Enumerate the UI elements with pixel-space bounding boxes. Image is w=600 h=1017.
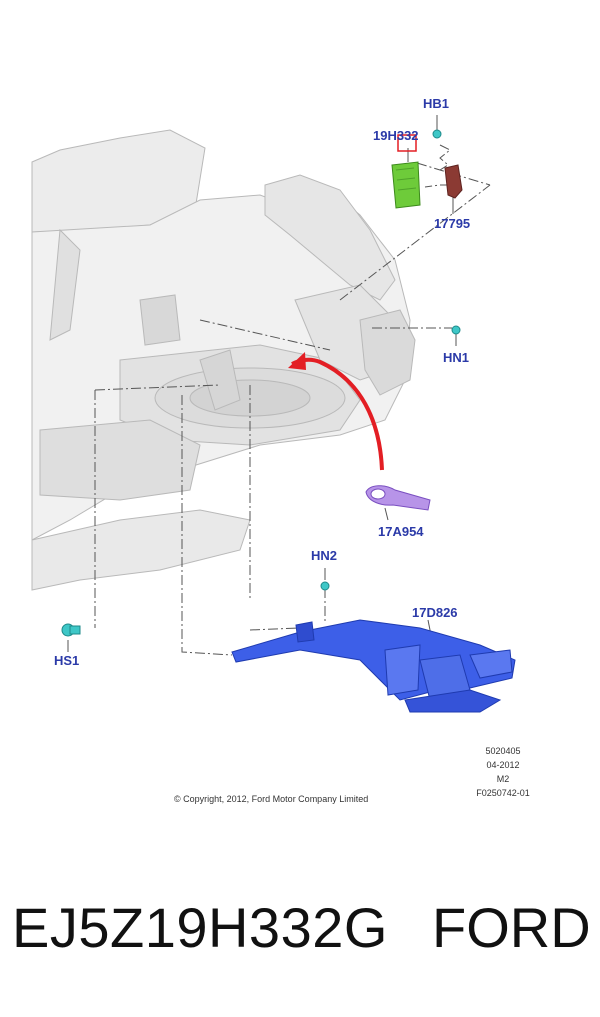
fastener-hb1 <box>432 129 442 139</box>
leader-lines <box>94 144 491 656</box>
install-arrow-head <box>288 352 306 370</box>
bracket-17795 <box>444 164 463 199</box>
brand-name: FORD <box>432 896 591 959</box>
callout-hb1: HB1 <box>423 96 449 111</box>
fastener-hn2 <box>320 581 330 591</box>
parts-diagram: HB1 19H332 17795 HN1 17A954 HN2 17D826 H… <box>31 96 530 804</box>
vehicle-body-illustration <box>31 129 416 591</box>
module-19h332 <box>391 161 421 209</box>
meta-line-4: F0250742-01 <box>476 788 530 798</box>
callout-17795: 17795 <box>434 216 470 231</box>
callout-17d826: 17D826 <box>412 605 458 620</box>
copyright-notice: © Copyright, 2012, Ford Motor Company Li… <box>174 794 368 804</box>
meta-line-3: M2 <box>497 774 510 784</box>
callout-hn2: HN2 <box>311 548 337 563</box>
crossmember-17d826 <box>231 619 516 713</box>
fastener-hs1 <box>61 623 81 637</box>
callout-17a954: 17A954 <box>378 524 424 539</box>
module-highlight-box <box>397 134 417 152</box>
caption-bar: EJ5Z19H332G FORD <box>0 895 600 985</box>
fastener-hn1 <box>451 325 461 335</box>
meta-line-1: 5020405 <box>485 746 520 756</box>
tow-eye-17a954 <box>365 485 431 511</box>
meta-line-2: 04-2012 <box>486 760 519 770</box>
reference-block: 5020405 04-2012 M2 F0250742-01 <box>476 746 530 798</box>
callout-hn1: HN1 <box>443 350 469 365</box>
callout-19h332: 19H332 <box>373 128 419 143</box>
callout-hs1: HS1 <box>54 653 79 668</box>
part-number: EJ5Z19H332G <box>12 896 388 959</box>
